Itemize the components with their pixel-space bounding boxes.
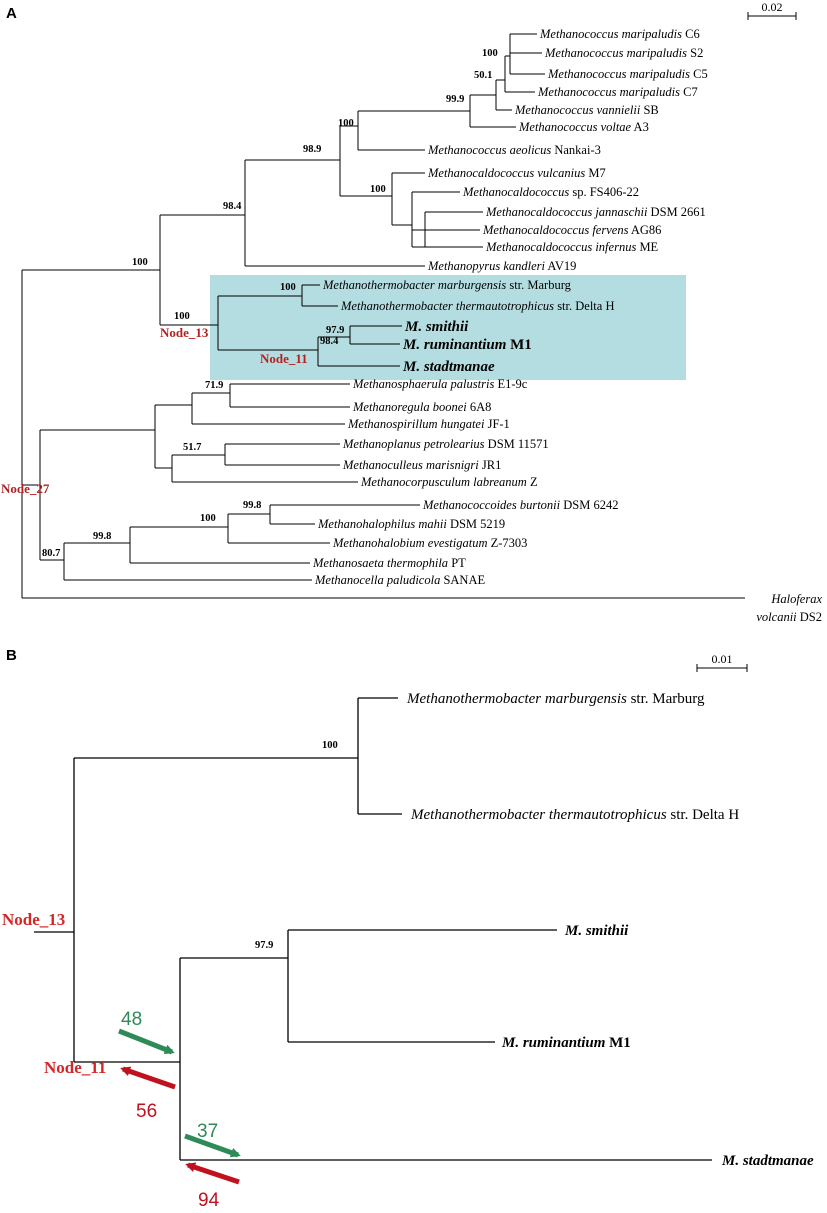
node-label-node-11: Node_11	[44, 1058, 106, 1077]
bootstrap-value: 50.1	[474, 70, 492, 81]
panel-b-scale-bar: 0.01	[696, 652, 748, 672]
highlighted-clade-box	[210, 275, 686, 380]
taxon-label: Methanospirillum hungatei JF-1	[347, 417, 510, 431]
stadtmanae-gain-count: 37	[197, 1121, 218, 1142]
taxon-label: Methanothermobacter thermautotrophicus s…	[340, 299, 614, 313]
taxon-label: Methanocorpusculum labreanum Z	[360, 475, 538, 489]
taxon-label: Methanocella paludicola SANAE	[314, 573, 485, 587]
taxon-label: Methanosaeta thermophila PT	[312, 556, 466, 570]
bootstrap-value: 97.9	[326, 325, 344, 336]
taxon-label: volcanii DS2	[756, 610, 822, 624]
taxon-label: Methanococcus aeolicus Nankai-3	[427, 143, 601, 157]
taxon-label: Methanococcus maripaludis C5	[547, 67, 708, 81]
taxon-label: Methanococcus maripaludis C6	[539, 27, 700, 41]
bootstrap-value: 100	[338, 118, 354, 129]
taxon-label: Methanothermobacter marburgensis str. Ma…	[406, 691, 705, 707]
bootstrap-value: 100	[370, 184, 386, 195]
taxon-label: M. stadtmanae	[721, 1153, 814, 1169]
panel-a-label: A	[6, 5, 17, 22]
bootstrap-value: 98.9	[303, 144, 321, 155]
taxon-label: M. ruminantium M1	[402, 337, 532, 353]
panel-a-taxa: Methanococcus maripaludis C6 Methanococc…	[312, 27, 822, 624]
bootstrap-value: 99.8	[243, 500, 261, 511]
node-label-node-13: Node_13	[2, 910, 65, 929]
stadtmanae-loss-count: 94	[198, 1190, 220, 1211]
panel-a-scale-label: 0.02	[762, 0, 783, 14]
panel-b: B 0.01 Methanothermobacter marburgensis …	[2, 647, 814, 1211]
bootstrap-value: 100	[174, 311, 190, 322]
taxon-label: Methanoculleus marisnigri JR1	[342, 458, 501, 472]
bootstrap-value: 98.4	[223, 201, 242, 212]
bootstrap-value: 99.8	[93, 531, 111, 542]
taxon-label: Methanococcus voltae A3	[518, 120, 649, 134]
node-11-gain-count: 48	[121, 1009, 142, 1030]
taxon-label: Methanohalobium evestigatum Z-7303	[332, 536, 527, 550]
taxon-label: Methanocaldococcus jannaschii DSM 2661	[485, 205, 706, 219]
stadtmanae-loss-arrow	[185, 1162, 240, 1185]
taxon-label: Methanohalophilus mahii DSM 5219	[317, 517, 505, 531]
node-label-node-27: Node_27	[1, 481, 50, 496]
taxon-label: Methanococcus vannielii SB	[514, 103, 659, 117]
panel-a-bootstrap-values: 100 50.1 99.9 100 98.9 100 98.4 100 100 …	[42, 48, 498, 559]
panel-b-taxa: Methanothermobacter marburgensis str. Ma…	[406, 691, 814, 1169]
panel-a-scale-bar: 0.02	[747, 0, 797, 20]
taxon-label: Methanosphaerula palustris E1-9c	[352, 377, 528, 391]
taxon-label: Haloferax	[770, 592, 822, 606]
taxon-label: Methanoplanus petrolearius DSM 11571	[342, 437, 549, 451]
bootstrap-value: 80.7	[42, 548, 60, 559]
panel-a-tree-branches	[21, 33, 745, 599]
taxon-label: M. smithii	[564, 923, 629, 939]
node-11-loss-arrow	[120, 1066, 176, 1090]
bootstrap-value: 100	[482, 48, 498, 59]
panel-b-tree-branches	[34, 697, 712, 1161]
taxon-label: Methanococcus maripaludis S2	[544, 46, 703, 60]
taxon-label: Methanocaldococcus infernus ME	[485, 240, 659, 254]
taxon-label: Methanothermobacter thermautotrophicus s…	[410, 807, 739, 823]
panel-b-scale-label: 0.01	[712, 652, 733, 666]
node-label-node-11: Node_11	[260, 351, 308, 366]
stadtmanae-gain-arrow	[184, 1133, 241, 1158]
taxon-label: M. ruminantium M1	[501, 1035, 631, 1051]
node-label-node-13: Node_13	[160, 325, 209, 340]
taxon-label: M. smithii	[404, 319, 469, 335]
taxon-label: M. stadtmanae	[402, 359, 495, 375]
taxon-label: Methanocaldococcus vulcanius M7	[427, 166, 606, 180]
bootstrap-value: 100	[280, 282, 296, 293]
taxon-label: Methanoregula boonei 6A8	[352, 400, 491, 414]
taxon-label: Methanococcoides burtonii DSM 6242	[422, 498, 618, 512]
bootstrap-value: 51.7	[183, 442, 201, 453]
taxon-label: Methanopyrus kandleri AV19	[427, 259, 576, 273]
panel-b-label: B	[6, 647, 17, 664]
taxon-label: Methanocaldococcus sp. FS406-22	[462, 185, 639, 199]
taxon-label: Methanococcus maripaludis C7	[537, 85, 698, 99]
bootstrap-value: 100	[322, 740, 338, 751]
bootstrap-value: 100	[132, 257, 148, 268]
bootstrap-value: 100	[200, 513, 216, 524]
panel-a: A 0.02	[1, 0, 822, 624]
bootstrap-value: 71.9	[205, 380, 223, 391]
bootstrap-value: 98.4	[320, 336, 339, 347]
node-11-gain-arrow	[118, 1028, 175, 1055]
node-11-loss-count: 56	[136, 1101, 157, 1122]
taxon-label: Methanocaldococcus fervens AG86	[482, 223, 661, 237]
bootstrap-value: 99.9	[446, 94, 464, 105]
taxon-label: Methanothermobacter marburgensis str. Ma…	[322, 278, 572, 292]
bootstrap-value: 97.9	[255, 940, 273, 951]
